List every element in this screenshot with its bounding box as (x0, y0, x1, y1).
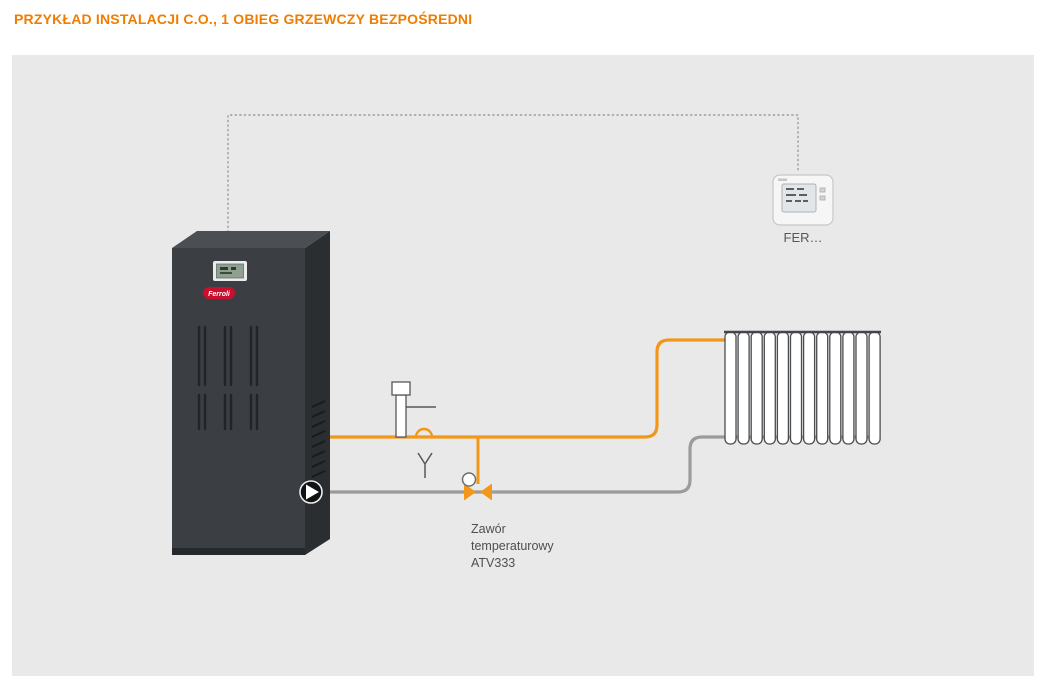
radiator-section (829, 331, 842, 445)
return-pipe (312, 435, 880, 494)
boiler-display-segment (220, 272, 232, 274)
boiler-side-face (305, 231, 330, 555)
installation-diagram: Ferroli (172, 114, 881, 555)
safety-valve-body (395, 394, 407, 438)
valve-label-line1: Zawór (471, 522, 506, 536)
page-title: PRZYKŁAD INSTALACJI C.O., 1 OBIEG GRZEWC… (14, 11, 473, 27)
valve-label: Zawór temperaturowy ATV333 (471, 521, 554, 572)
boiler-base (172, 548, 305, 555)
radiator-section (776, 331, 790, 445)
radiator-sections (724, 331, 881, 445)
boiler-front-vents (197, 325, 259, 431)
valve-label-line3: ATV333 (471, 556, 516, 570)
room-thermostat (772, 174, 834, 226)
boiler-display-segment (220, 267, 228, 270)
thermostat-screen-segments (786, 188, 808, 202)
radiator-section (842, 331, 855, 445)
boiler-brand-badge (203, 287, 235, 299)
thermostat-button (819, 195, 826, 201)
thermostat-screen (781, 183, 817, 213)
safety-valve-cap (391, 381, 411, 396)
pellet-boiler: Ferroli (172, 231, 330, 555)
radiator-section (724, 331, 737, 445)
supply-pipe (312, 338, 726, 439)
radiator-section (802, 331, 816, 445)
pump-rotor-arrow (306, 484, 319, 500)
radiator-section (855, 331, 868, 445)
thermostat-label: FER… (783, 230, 823, 245)
boiler-display-segment (231, 267, 236, 270)
boiler-side-vents (311, 400, 326, 478)
diagram-panel: Ferroli (12, 55, 1034, 676)
thermostat-brand-mark (778, 178, 787, 181)
thermostat-button (819, 187, 826, 193)
radiator-section (763, 331, 776, 445)
valve-thermo-head (461, 472, 477, 487)
boiler-front-face (172, 248, 305, 555)
safety-valve-group (391, 381, 436, 478)
valve-right-cone (480, 483, 492, 501)
valve-left-cone (464, 483, 476, 501)
control-wire (227, 114, 799, 233)
safety-discharge-bend (414, 427, 434, 438)
radiator-section (750, 331, 763, 445)
three-way-valve-icon (461, 472, 492, 501)
radiator-section (816, 331, 829, 445)
boiler-display-screen (216, 263, 244, 279)
radiator (724, 330, 881, 445)
radiator-section (868, 331, 881, 445)
boiler-top-face (172, 231, 330, 248)
radiator-section (789, 331, 803, 445)
radiator-section (737, 331, 750, 445)
boiler-brand-text: Ferroli (208, 291, 231, 298)
valve-label-line2: temperaturowy (471, 539, 554, 553)
drain-funnel-icon (417, 452, 433, 478)
